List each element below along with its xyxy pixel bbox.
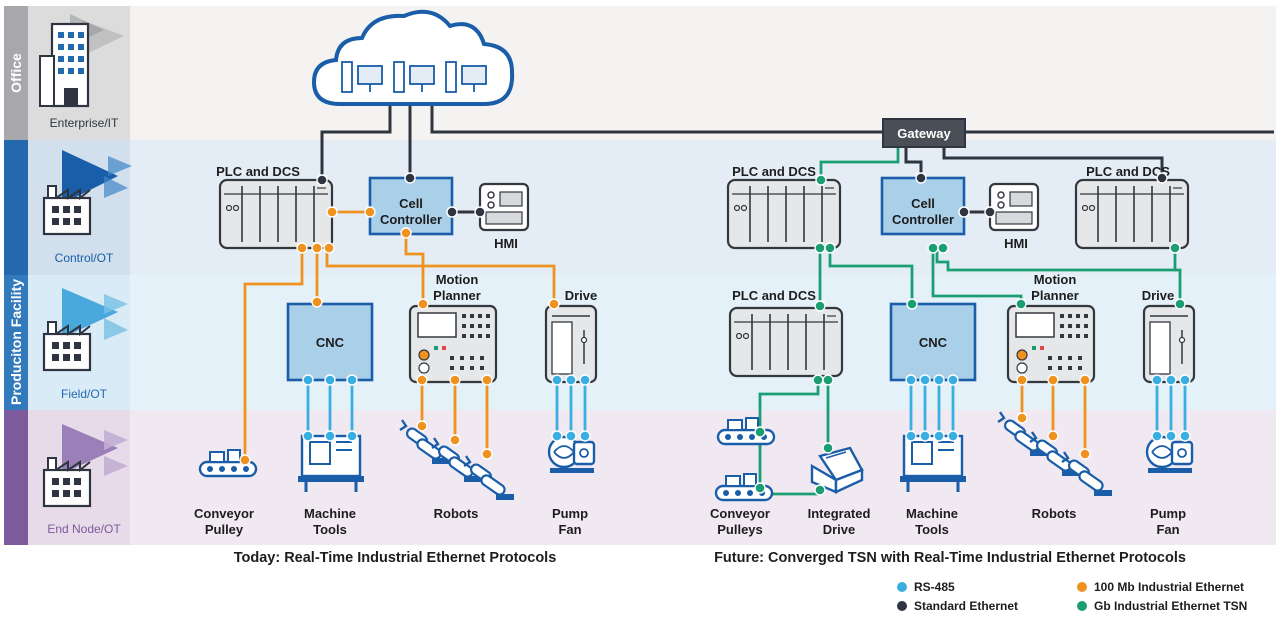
today-cell-controller-box [368,176,454,236]
side-office [4,6,28,140]
today-hmi-label: HMI [494,236,518,251]
legend: RS-485 Standard Ethernet 100 Mb Industri… [897,580,1247,613]
today-conveyor-label-1: Conveyor [194,506,254,521]
future-hmi-device [988,182,1040,232]
port-dots-standard [316,172,1168,218]
future-conveyor-label-2: Pulleys [717,522,763,537]
today-motion-planner-device [408,304,498,384]
legend-100mb-swatch [1077,582,1087,592]
future-drive-device [1142,304,1196,384]
future-cell-label-1: Cell [911,196,935,211]
today-cell-label-1: Cell [399,196,423,211]
legend-standard-label: Standard Ethernet [914,599,1018,613]
today-pump-label-1: Pump [552,506,588,521]
future-machine-label-1: Machine [906,506,958,521]
field-ot-label: Field/OT [61,387,108,401]
today-caption: Today: Real-Time Industrial Ethernet Pro… [234,550,557,566]
today-plc-label: PLC and DCS [216,164,300,179]
future-motion-label-2: Planner [1031,288,1079,303]
today-conveyor-label-2: Pulley [205,522,244,537]
today-robots-label: Robots [434,506,479,521]
future-plc-right-device [1074,178,1190,250]
future-hmi-label: HMI [1004,236,1028,251]
legend-rs485-label: RS-485 [914,580,955,594]
legend-100mb-label: 100 Mb Industrial Ethernet [1094,580,1244,594]
port-dots-gb-tsn [754,174,1186,496]
today-machine-label-2: Tools [313,522,347,537]
office-building-icon [39,14,124,108]
future-cell-label-2: Controller [892,212,954,227]
today-pump-label-2: Fan [558,522,581,537]
band-office [130,6,1276,140]
future-drive-label: Drive [1142,288,1175,303]
legend-rs485-swatch [897,582,907,592]
field-factory-icon [42,288,128,372]
today-motion-label-1: Motion [436,272,479,287]
future-plc-left-label: PLC and DCS [732,164,816,179]
future-cnc-box [889,302,977,382]
legend-standard-swatch [897,601,907,611]
future-integrated-drive-icon [810,446,864,494]
endnode-factory-icon [42,424,128,508]
today-motion-label-2: Planner [433,288,481,303]
control-ot-label: Control/OT [55,251,114,265]
100mb-ethernet-links [243,210,1087,460]
future-plc-left-device [726,178,842,250]
rs485-links [306,380,1187,436]
today-hmi-device [478,182,530,232]
future-pump-label-2: Fan [1156,522,1179,537]
control-factory-icon [42,150,132,236]
future-integrated-label-1: Integrated [808,506,871,521]
future-plc-right-label: PLC and DCS [1086,164,1170,179]
future-caption: Future: Converged TSN with Real-Time Ind… [714,550,1186,566]
future-robots-label: Robots [1032,506,1077,521]
production-label: Produciton Facility [8,279,24,405]
future-cnc-label: CNC [919,335,948,350]
end-node-ot-label: End Node/OT [47,522,121,536]
gateway-box [882,118,966,148]
today-machine-label-1: Machine [304,506,356,521]
future-conveyor-label-1: Conveyor [710,506,770,521]
port-dots-100mb [239,206,1091,466]
legend-gb-tsn-swatch [1077,601,1087,611]
future-plc-field-device [728,306,844,378]
future-integrated-label-2: Drive [823,522,856,537]
today-cnc-label: CNC [316,335,345,350]
future-plc-field-label: PLC and DCS [732,288,816,303]
today-drive-device [544,304,598,384]
future-pump-label-1: Pump [1150,506,1186,521]
future-motion-label-1: Motion [1034,272,1077,287]
legend-gb-tsn-label: Gb Industrial Ethernet TSN [1094,599,1247,613]
gateway-label: Gateway [897,126,951,141]
future-machine-label-2: Tools [915,522,949,537]
today-drive-label: Drive [565,288,598,303]
future-motion-planner-device [1006,304,1096,384]
today-cell-label-2: Controller [380,212,442,227]
cloud-servers [311,9,515,106]
enterprise-it-label: Enterprise/IT [50,116,119,130]
port-dots-rs485 [302,374,1191,442]
office-label: Office [8,53,24,93]
today-plc-device [218,178,334,250]
